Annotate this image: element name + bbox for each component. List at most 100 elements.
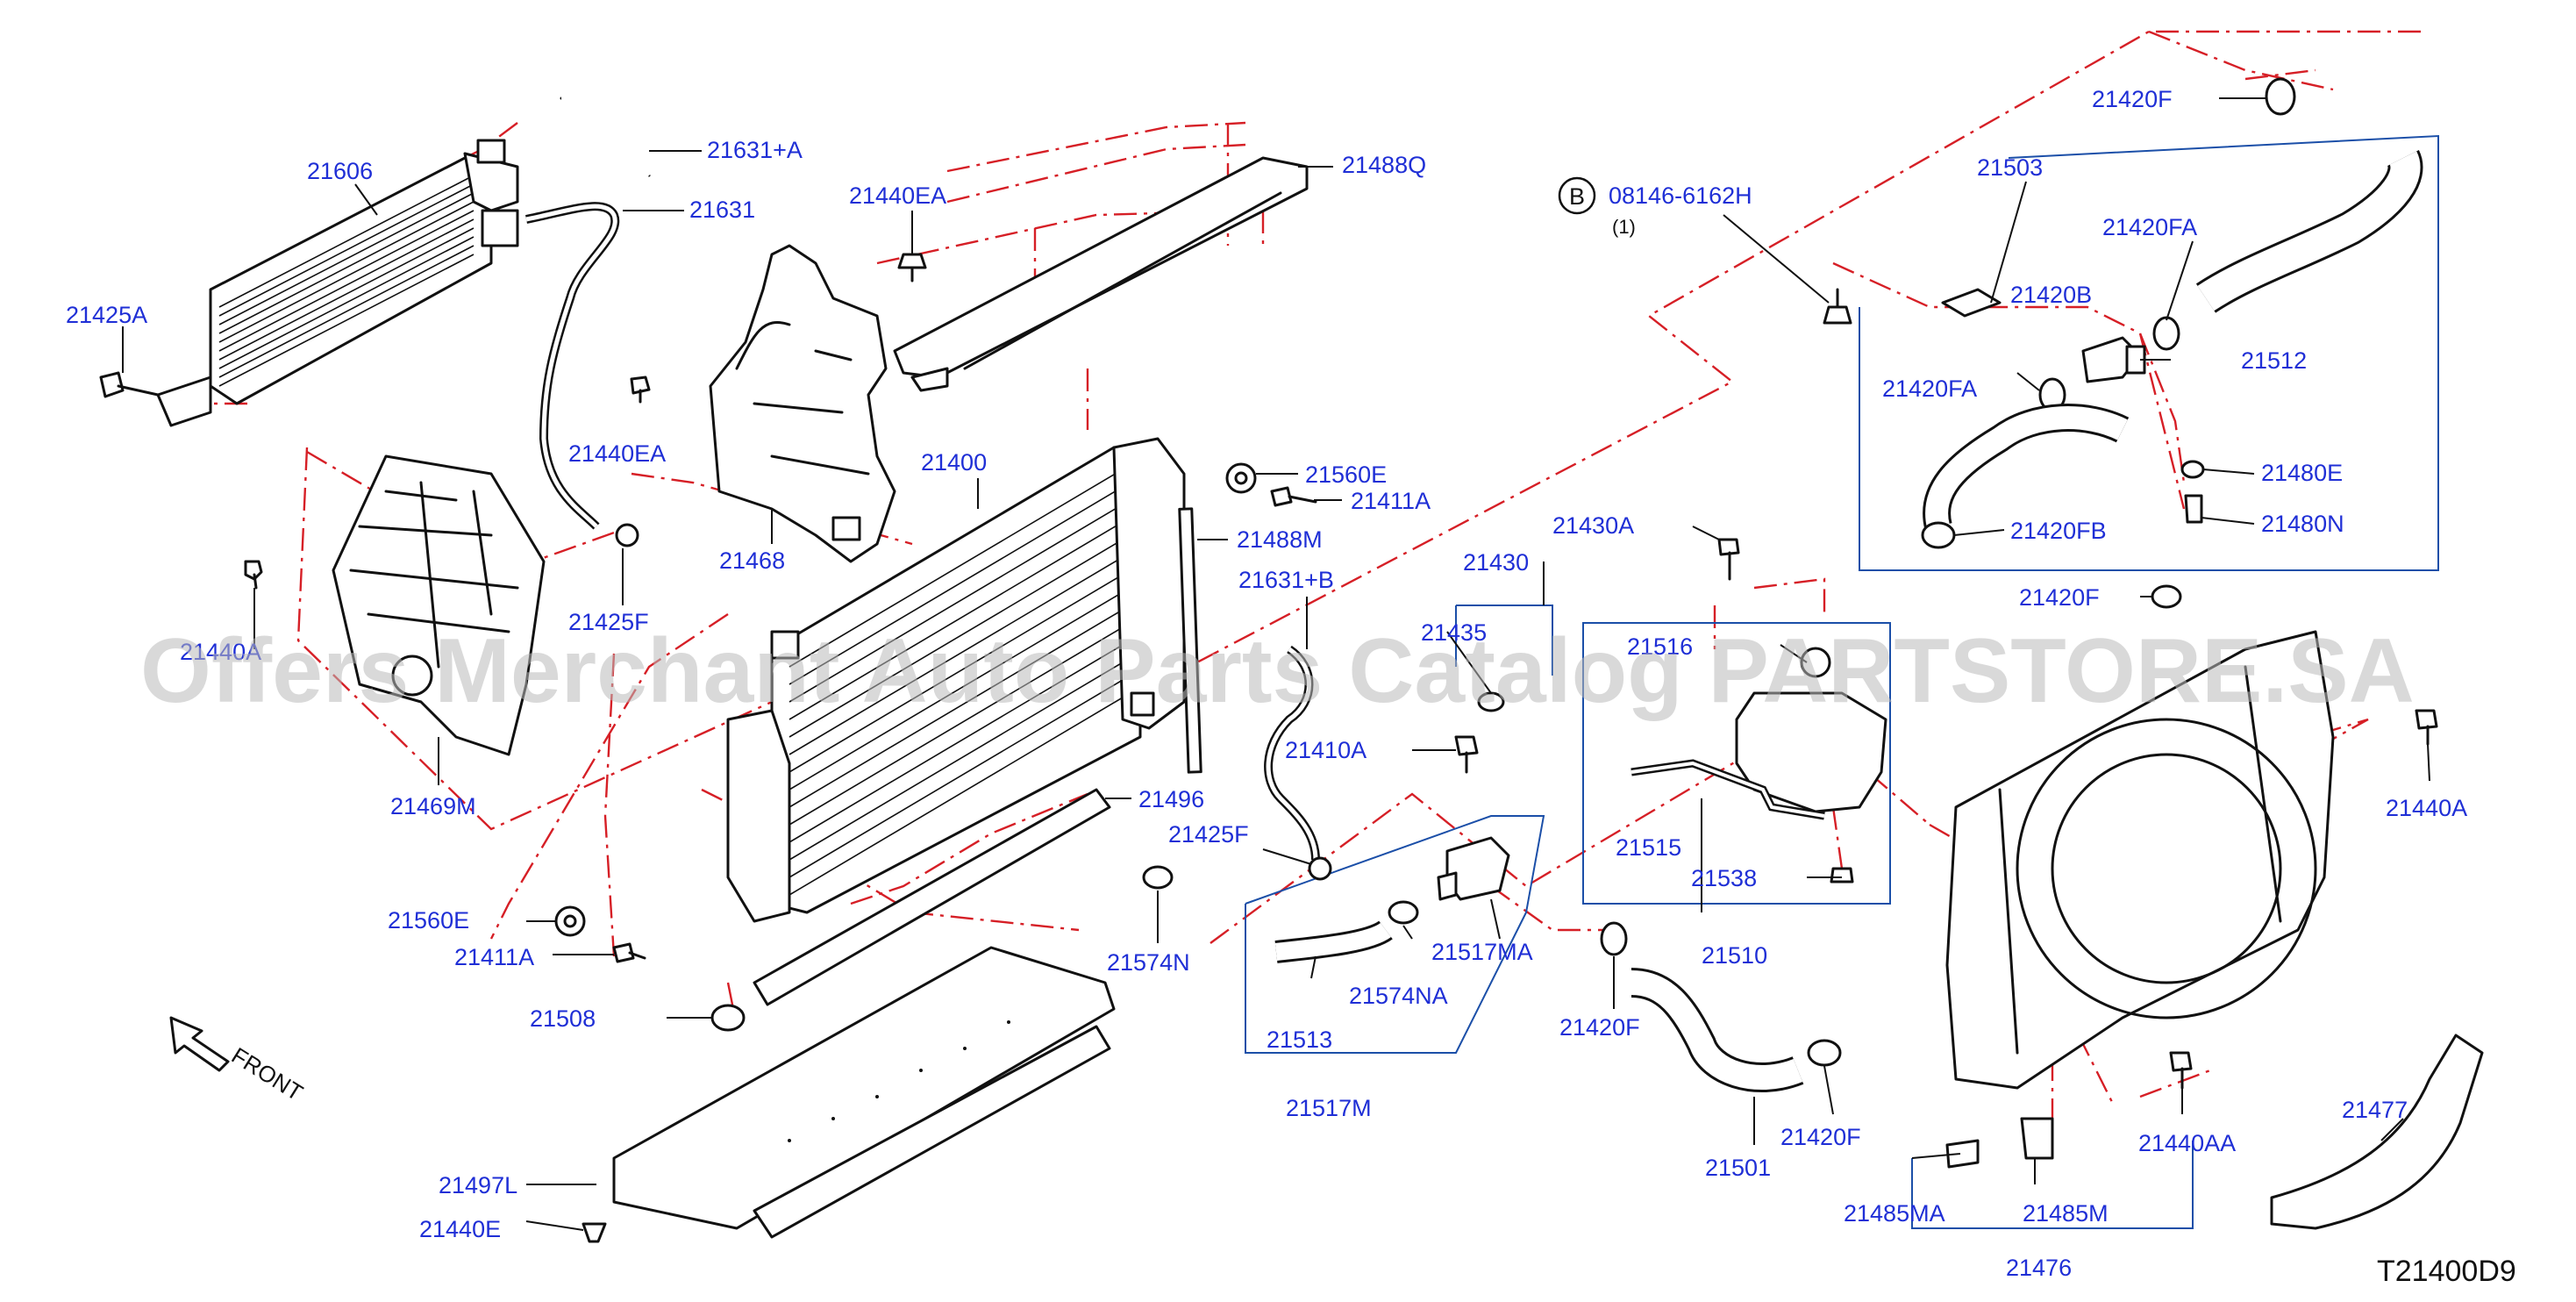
- hose-21631B: [1264, 645, 1320, 861]
- bolt-21411A-lower: [612, 942, 646, 963]
- bolt-21440A-right: [2415, 709, 2438, 746]
- label-21440A-right: 21440A: [2386, 795, 2467, 821]
- bolt-21410A: [1454, 735, 1479, 774]
- label-21606: 21606: [307, 158, 373, 184]
- label-21516: 21516: [1627, 633, 1693, 660]
- label-21411A-upper: 21411A: [1351, 488, 1431, 514]
- label-21513: 21513: [1267, 1027, 1332, 1053]
- seal-21496: [753, 788, 1111, 1006]
- group-outlines: [1245, 134, 2439, 1229]
- hose-21631: [525, 202, 620, 530]
- label-21469M: 21469M: [390, 793, 476, 819]
- clamp-21574N: [1142, 865, 1174, 890]
- label-21631B: 21631+B: [1238, 567, 1334, 593]
- label-21480N: 21480N: [2261, 511, 2344, 537]
- shield-21488Q: [893, 156, 1309, 392]
- hose-21501: [1630, 968, 1804, 1092]
- label-21560E-upper: 21560E: [1305, 461, 1387, 488]
- callout-qty: (1): [1612, 216, 1636, 238]
- connector-21512: [2081, 336, 2146, 383]
- label-21425A: 21425A: [66, 302, 147, 328]
- label-21410A: 21410A: [1285, 737, 1366, 763]
- callout-badge-circle: [1558, 176, 1596, 215]
- label-21488M: 21488M: [1237, 526, 1323, 553]
- label-21400: 21400: [921, 449, 987, 476]
- label-21517MA: 21517MA: [1431, 939, 1533, 965]
- label-21420F-lower-a: 21420F: [1559, 1014, 1640, 1041]
- hose-21420FB-section: [1923, 404, 2130, 530]
- bracket-21485M: [2020, 1117, 2054, 1160]
- label-21512: 21512: [2241, 347, 2307, 374]
- air-guide-21468: [709, 244, 896, 563]
- label-21485M: 21485M: [2023, 1200, 2109, 1227]
- bolt-21430A: [1717, 538, 1740, 581]
- label-21631A: 21631+A: [707, 137, 803, 163]
- label-21435: 21435: [1421, 619, 1487, 646]
- label-21420B: 21420B: [2010, 282, 2092, 308]
- clamp-21420F-mid: [2151, 584, 2182, 609]
- label-21468: 21468: [719, 547, 785, 574]
- label-21420FB: 21420FB: [2010, 518, 2107, 544]
- label-21476: 21476: [2006, 1255, 2072, 1281]
- radiator-21400: [726, 437, 1186, 923]
- label-21497L: 21497L: [439, 1172, 517, 1198]
- undercover-21497L: [612, 946, 1116, 1239]
- callout-badge: B: [1569, 183, 1585, 210]
- drawing-code: T21400D9: [2377, 1255, 2516, 1288]
- group-21430: [1456, 604, 1553, 676]
- label-21560E-lower: 21560E: [388, 907, 469, 934]
- clip-21440E: [582, 1222, 607, 1243]
- hose-21515: [1631, 759, 1825, 820]
- shroud-21477: [2270, 1034, 2484, 1230]
- part-labels: 21606 21631+A 21631 21425A 21440EA 21440…: [66, 86, 2467, 1281]
- bolt-21440A-left: [244, 560, 263, 590]
- hose-21503: [2195, 150, 2423, 313]
- oil-cooler-21606: [156, 139, 519, 427]
- clip-21440EA-mid: [630, 376, 651, 404]
- hose-21631A: [560, 96, 652, 177]
- bolt-21440AA: [2169, 1051, 2193, 1090]
- label-21477: 21477: [2342, 1097, 2408, 1123]
- label-21420FA-upper: 21420FA: [2102, 214, 2197, 240]
- cap-21538: [1830, 867, 1854, 884]
- clamp-21574NA: [1388, 900, 1419, 925]
- label-21440A-left: 21440A: [180, 639, 261, 665]
- clamp-21420F-lower-a: [1600, 921, 1628, 956]
- label-21425F-upper: 21425F: [568, 609, 649, 635]
- hose-21513: [1274, 919, 1393, 963]
- connector-21517MA: [1437, 836, 1510, 901]
- label-21631: 21631: [689, 197, 755, 223]
- label-21420F-top: 21420F: [2092, 86, 2173, 112]
- clamp-21420F-top: [2265, 77, 2296, 116]
- clip-21425F-upper: [615, 523, 639, 547]
- label-21420F-lower-b: 21420F: [1780, 1124, 1861, 1150]
- clamp-21420FB: [1921, 521, 1956, 549]
- group-21503: [1859, 134, 2439, 571]
- label-21430: 21430: [1463, 549, 1529, 576]
- label-21501: 21501: [1705, 1155, 1771, 1181]
- label-21517M: 21517M: [1286, 1095, 1372, 1121]
- label-21411A-lower: 21411A: [454, 944, 534, 970]
- group-21510: [1582, 622, 1891, 905]
- label-21574NA: 21574NA: [1349, 983, 1448, 1009]
- washer-21480E: [2180, 460, 2205, 479]
- bolt-21411A-upper: [1270, 486, 1317, 507]
- group-21476: [1911, 1141, 2194, 1229]
- front-arrow: [169, 1016, 230, 1072]
- plug-21480N: [2184, 494, 2203, 524]
- clip-21440EA-top: [897, 253, 927, 283]
- mount-21508: [710, 1004, 746, 1032]
- leader-lines: [122, 97, 2430, 1231]
- bracket-21420B: [1941, 288, 2002, 318]
- watermark: Offers Merchant Auto Parts Catalog PARTS…: [140, 620, 2415, 722]
- label-21440EA-mid: 21440EA: [568, 440, 666, 467]
- label-21496: 21496: [1138, 786, 1204, 812]
- reservoir-21516: [1735, 647, 1887, 813]
- callout-part-number: 08146-6162H: [1609, 182, 1752, 209]
- label-21515: 21515: [1616, 834, 1681, 861]
- label-21420F-mid: 21420F: [2019, 584, 2100, 611]
- clamp-21420F-lower-b: [1807, 1039, 1842, 1067]
- bolt-callout: B 08146-6162H (1): [1558, 176, 1752, 238]
- label-21440E: 21440E: [419, 1216, 501, 1242]
